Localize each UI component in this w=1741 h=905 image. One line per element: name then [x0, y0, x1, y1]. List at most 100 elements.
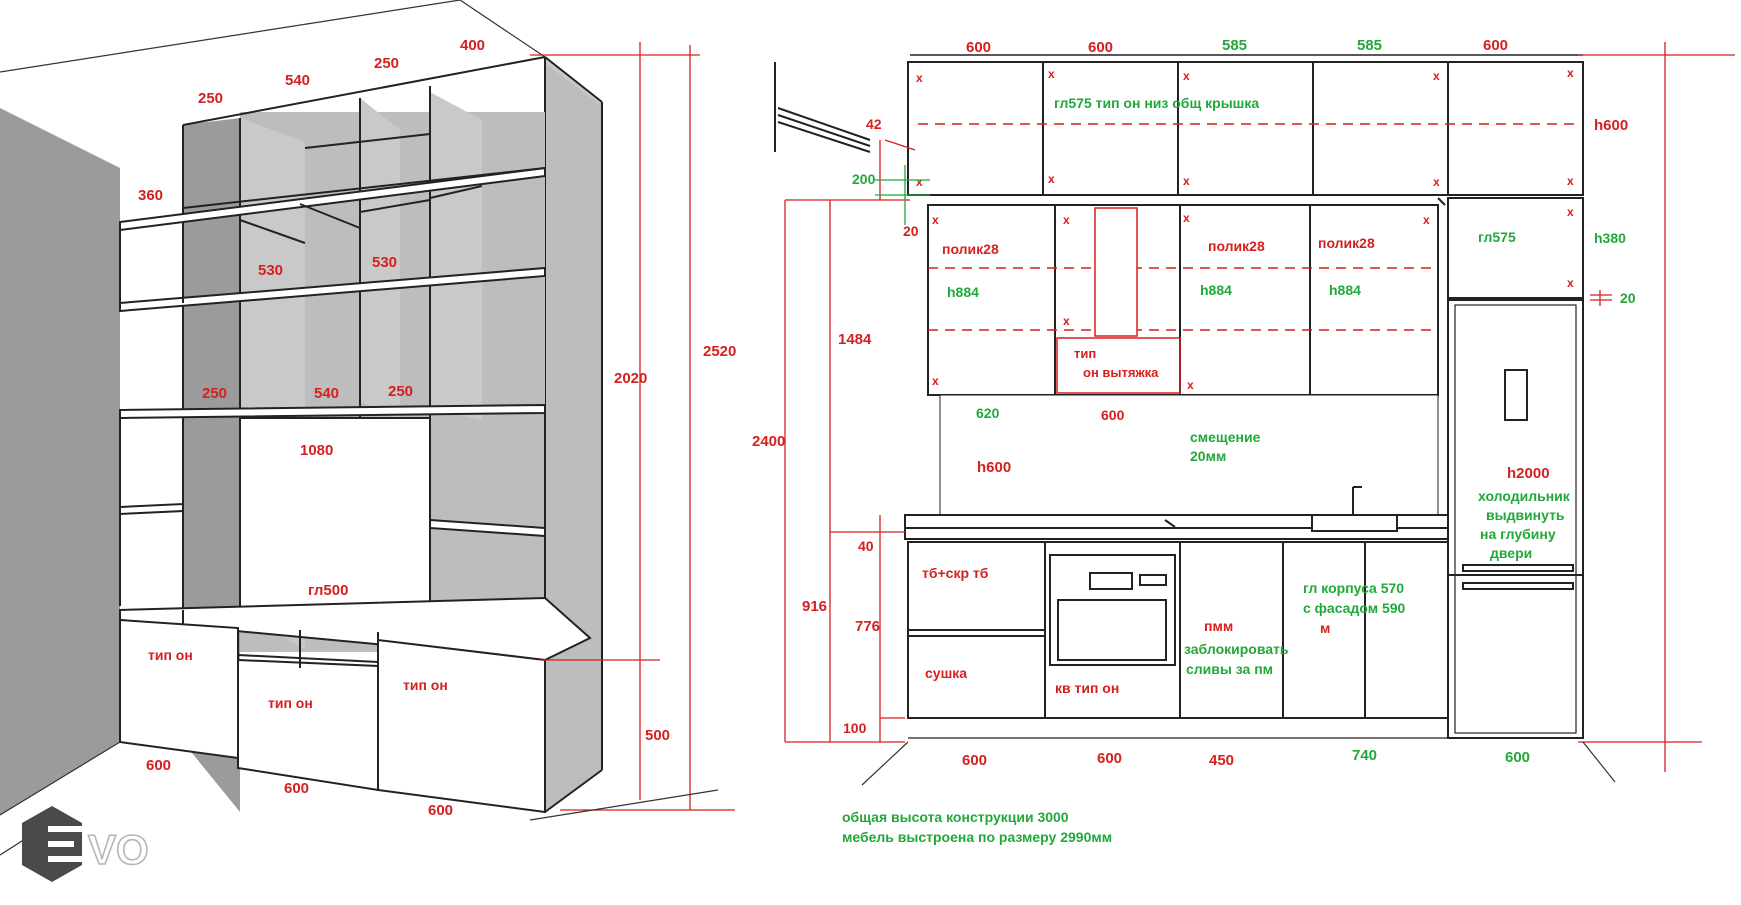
right-depth: гл575	[1478, 229, 1516, 245]
svg-text:x: x	[1433, 175, 1440, 189]
svg-text:x: x	[1187, 378, 1194, 392]
svg-text:x: x	[1433, 69, 1440, 83]
shelf-label-2: полик28	[1208, 238, 1265, 254]
svg-text:x: x	[1048, 172, 1055, 186]
svg-text:x: x	[1063, 314, 1070, 328]
base-width-k3: 450	[1209, 752, 1234, 769]
gap-20: 20	[903, 223, 919, 239]
upper-height: h600	[1594, 117, 1628, 134]
oven-note: кв тип он	[1055, 680, 1119, 696]
dishwasher-note-1: заблокировать	[1184, 641, 1289, 657]
top-width-2: 540	[285, 72, 310, 89]
top-width-3: 250	[374, 55, 399, 72]
side-shelf-depth: 360	[138, 187, 163, 204]
h100: 100	[843, 720, 867, 736]
offset-line-1: смещение	[1190, 429, 1261, 445]
h40: 40	[858, 538, 874, 554]
mid-width-2: 530	[372, 254, 397, 271]
base-width-k5: 600	[1505, 749, 1530, 766]
fridge-note-4: двери	[1490, 545, 1532, 561]
upper-width-1: 600	[966, 39, 991, 56]
lower-width-2: 540	[314, 385, 339, 402]
upper-width-2: 600	[1088, 39, 1113, 56]
hood-label-line-2: он вытяжка	[1083, 365, 1159, 380]
base-width-k1: 600	[962, 752, 987, 769]
lower-width-3: 250	[388, 383, 413, 400]
hood-label: тип он вытяжка	[1074, 346, 1159, 380]
offset-note: смещение 20мм	[1190, 429, 1261, 464]
gap-200: 200	[852, 171, 876, 187]
fixing-markers: x x x x x x x x x x x x x x x x x x x	[916, 66, 1574, 392]
height-label-2: h884	[1200, 282, 1232, 298]
gap-42: 42	[866, 116, 882, 132]
svg-text:x: x	[932, 374, 939, 388]
height-label-3: h884	[1329, 282, 1361, 298]
height-label-1: h884	[947, 284, 979, 300]
base-width-1: 600	[146, 757, 171, 774]
depth-label: гл500	[308, 582, 348, 599]
lower-width-1: 250	[202, 385, 227, 402]
base-width-2: 600	[284, 780, 309, 797]
svg-text:x: x	[916, 71, 923, 85]
height-total: 2520	[703, 343, 736, 360]
svg-text:x: x	[932, 213, 939, 227]
shelf-label-3: полик28	[1318, 235, 1375, 251]
base-width-3: 600	[428, 802, 453, 819]
top-width-1: 250	[198, 90, 223, 107]
dishwasher-label: пмм	[1204, 618, 1233, 634]
top-width-4: 400	[460, 37, 485, 54]
upper-width-5: 600	[1483, 37, 1508, 54]
base-label-1: тип он	[148, 647, 193, 663]
h776: 776	[855, 618, 880, 635]
base-label-2: тип он	[268, 695, 313, 711]
mid-600: 600	[1101, 407, 1125, 423]
dishwasher-note: заблокировать сливы за пм	[1184, 641, 1289, 677]
fridge-note: холодильник выдвинуть на глубину двери	[1478, 488, 1571, 561]
svg-text:x: x	[1063, 213, 1070, 227]
fridge-note-1: холодильник	[1478, 488, 1571, 504]
mid-h600: h600	[977, 459, 1011, 476]
hood-label-line-1: тип	[1074, 346, 1096, 361]
height-upper: 2020	[614, 370, 647, 387]
left-wall-unit: 250 540 250 400 360 530 530 250 540 250 …	[0, 0, 736, 856]
svg-text:x: x	[1567, 276, 1574, 290]
height-base: 500	[645, 727, 670, 744]
base-width-k4: 740	[1352, 747, 1377, 764]
evo-logo: VO	[22, 806, 149, 882]
upper-width-4: 585	[1357, 37, 1382, 54]
sink-note-3: м	[1320, 620, 1330, 636]
sink-note-2: с фасадом 590	[1303, 600, 1406, 616]
dishwasher-note-2: сливы за пм	[1186, 661, 1273, 677]
svg-text:x: x	[1423, 213, 1430, 227]
drawer-top-label: тб+скр тб	[922, 565, 989, 581]
svg-text:x: x	[1048, 67, 1055, 81]
tv-width: 1080	[300, 442, 333, 459]
shelf-label-1: полик28	[942, 241, 999, 257]
svg-text:x: x	[1183, 211, 1190, 225]
sink-note-1: гл корпуса 570	[1303, 580, 1404, 596]
total-note-2: мебель выстроена по размеру 2990мм	[842, 829, 1112, 845]
h916: 916	[802, 598, 827, 615]
base-width-k2: 600	[1097, 750, 1122, 767]
svg-text:x: x	[1183, 174, 1190, 188]
svg-text:x: x	[1567, 174, 1574, 188]
right-gap: 20	[1620, 290, 1636, 306]
svg-text:x: x	[1567, 205, 1574, 219]
logo-text: VO	[88, 826, 149, 873]
mid-620: 620	[976, 405, 1000, 421]
total-note-1: общая высота конструкции 3000	[842, 809, 1069, 825]
sink-note: гл корпуса 570 с фасадом 590 м	[1303, 580, 1406, 636]
svg-text:x: x	[916, 175, 923, 189]
upper-width-3: 585	[1222, 37, 1247, 54]
upper-note: гл575 тип он низ общ крышка	[1054, 95, 1259, 111]
fridge-note-2: выдвинуть	[1486, 507, 1565, 523]
base-label-3: тип он	[403, 677, 448, 693]
mid-width-1: 530	[258, 262, 283, 279]
right-height: h380	[1594, 230, 1626, 246]
svg-text:x: x	[1183, 69, 1190, 83]
offset-line-2: 20мм	[1190, 448, 1226, 464]
svg-text:x: x	[1567, 66, 1574, 80]
fridge-note-3: на глубину	[1480, 526, 1556, 542]
